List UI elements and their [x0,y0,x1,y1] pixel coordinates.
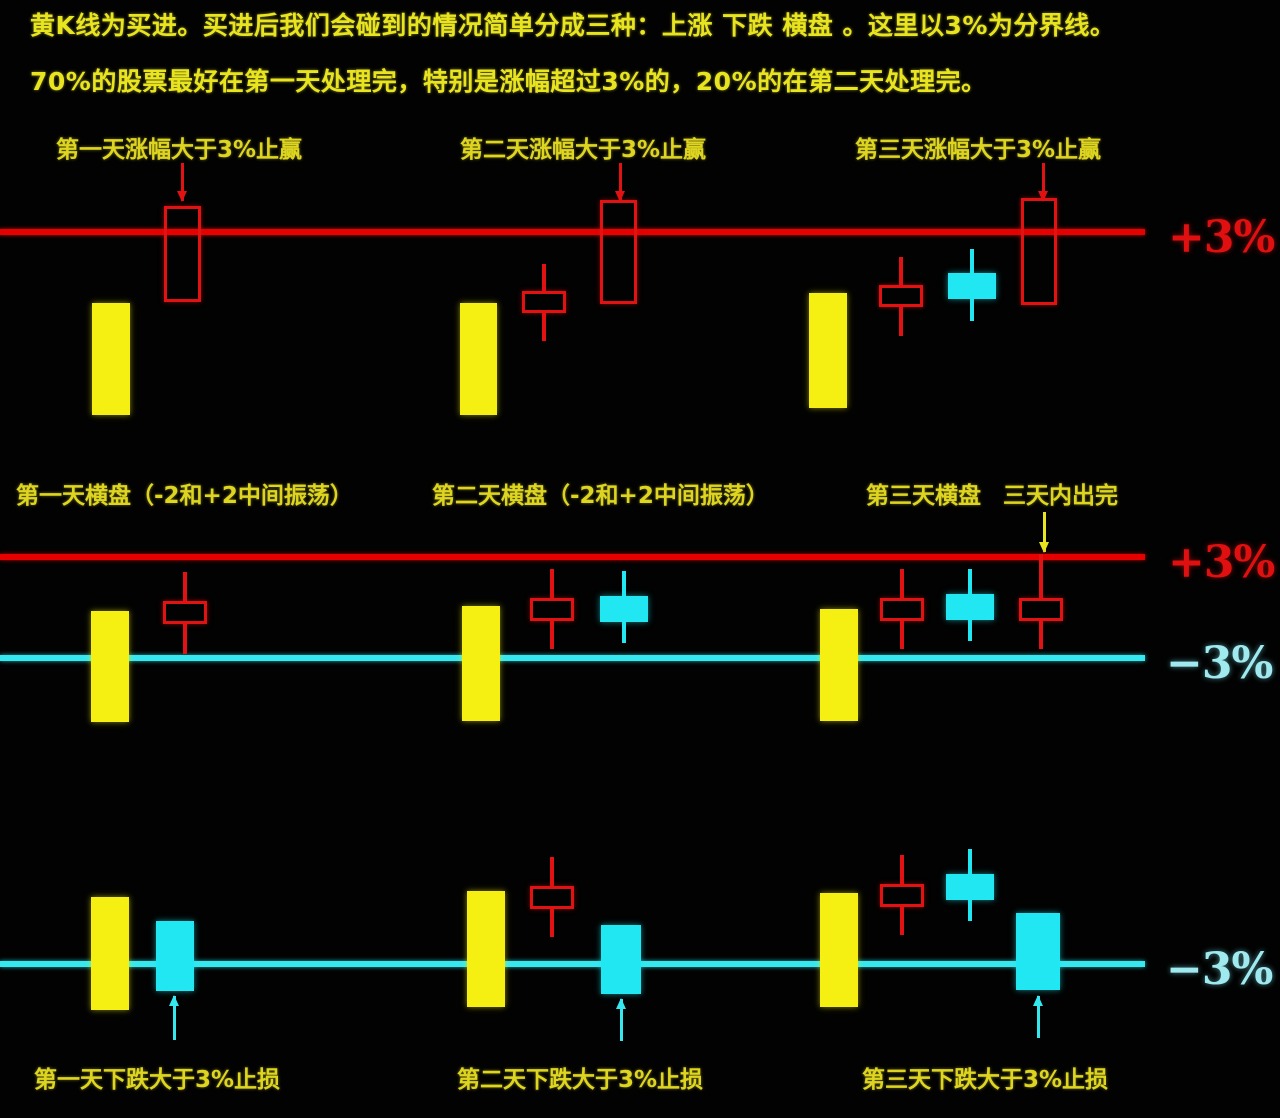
candle-doji-cyan [946,849,994,921]
candle-doji-red-hollow [1019,554,1063,649]
candle-up-red-hollow [600,200,637,304]
pointer-arrow-row3-day1 [167,995,181,1040]
candle-buy-yellow [91,897,129,1010]
caption-row2-day3: 第三天横盘 [866,483,981,509]
candle-doji-red-hollow [879,257,923,336]
axis-label-plus3-row2: +3% [1168,537,1275,588]
candle-buy-yellow [460,303,497,415]
pointer-arrow-row1-day2 [613,163,627,202]
reference-line-plus3-row1 [0,229,1145,235]
caption-row2-day2: 第二天横盘（-2和+2中间振荡） [432,483,769,509]
candle-down-cyan [1016,913,1060,990]
caption-row3-day2: 第二天下跌大于3%止损 [457,1067,704,1093]
pointer-arrow-row3-day3 [1031,995,1045,1038]
caption-row2-exit-note: 三天内出完 [1003,483,1118,509]
axis-label-plus3-row1: +3% [1168,212,1275,263]
reference-line-minus3-row3 [0,961,1145,967]
candle-buy-yellow [820,893,858,1007]
reference-line-plus3-row2 [0,554,1145,560]
candle-up-red-hollow [164,206,201,302]
caption-row3-day1: 第一天下跌大于3%止损 [34,1067,281,1093]
candle-doji-cyan [948,249,996,321]
candle-doji-cyan [600,571,648,643]
candle-buy-yellow [92,303,130,415]
candle-down-cyan [156,921,194,991]
candle-buy-yellow [91,611,129,722]
candle-doji-red-hollow [880,855,924,935]
header-line-1: 黄K线为买进。买进后我们会碰到的情况简单分成三种：上涨 下跌 横盘 。这里以3%… [30,11,1116,40]
candle-doji-red-hollow [530,569,574,649]
candle-up-red-hollow [1021,198,1057,305]
candle-doji-red-hollow [163,572,207,654]
caption-row1-day1: 第一天涨幅大于3%止赢 [56,137,303,163]
pointer-arrow-row2-exit [1037,512,1051,553]
candle-doji-red-hollow [522,264,566,341]
header-line-2: 70%的股票最好在第一天处理完，特别是涨幅超过3%的，20%的在第二天处理完。 [30,67,987,96]
candle-buy-yellow [467,891,505,1007]
candle-buy-yellow [809,293,847,408]
candle-doji-red-hollow [880,569,924,649]
axis-label-minus3-row2: −3% [1166,638,1273,689]
caption-row2-day1: 第一天横盘（-2和+2中间振荡） [16,483,353,509]
candle-down-cyan [601,925,641,994]
candle-buy-yellow [462,606,500,721]
pointer-arrow-row3-day2 [614,998,628,1041]
axis-label-minus3-row3: −3% [1166,944,1273,995]
candle-doji-cyan [946,569,994,641]
pointer-arrow-row1-day3 [1036,163,1050,202]
candle-doji-red-hollow [530,857,574,937]
caption-row1-day2: 第二天涨幅大于3%止赢 [460,137,707,163]
caption-row3-day3: 第三天下跌大于3%止损 [862,1067,1109,1093]
candle-buy-yellow [820,609,858,721]
caption-row1-day3: 第三天涨幅大于3%止赢 [855,137,1102,163]
reference-line-minus3-row2 [0,655,1145,661]
pointer-arrow-row1-day1 [175,163,189,202]
